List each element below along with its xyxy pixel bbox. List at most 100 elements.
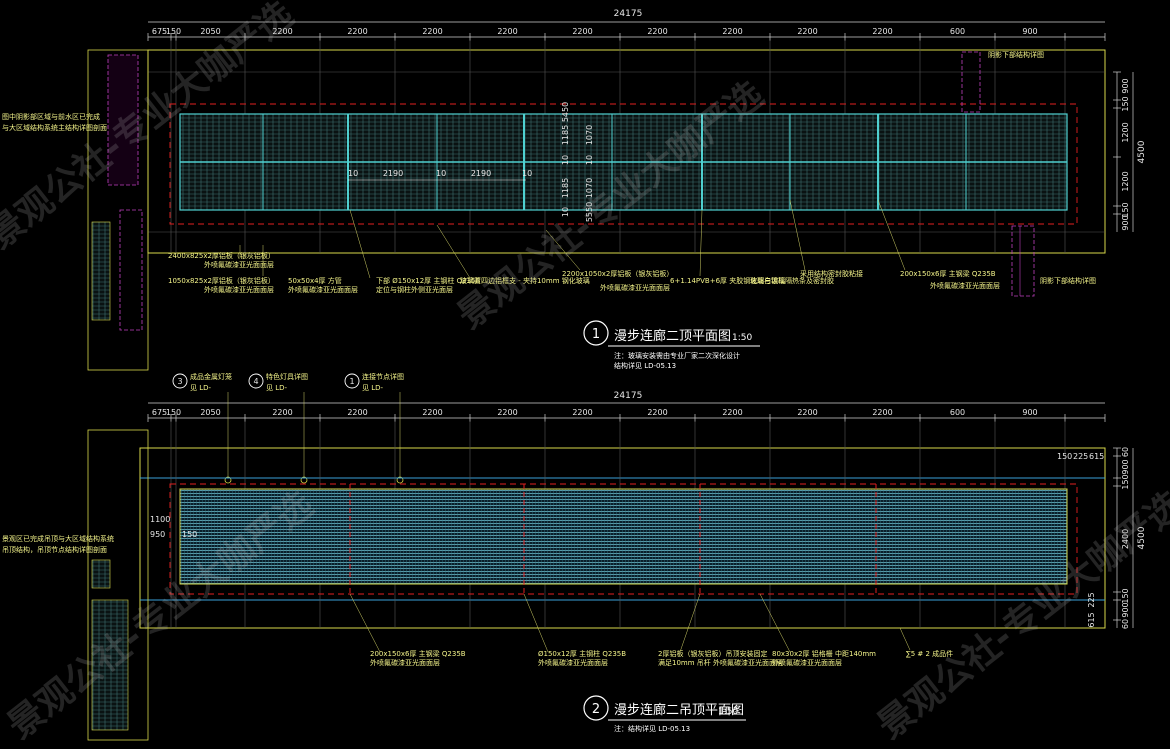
label-2-2: 外喷氟碳漆亚光面面层 [370,658,440,667]
top-dim-11: 2200 [797,408,817,417]
leader-labels-1: 2400x825x2厚铝板（银灰铝板） 外喷氟碳漆亚光面面层 1050x825x2厚… [168,199,1000,294]
plan-note-1b: 结构详见 LD-05.13 [614,361,676,370]
plan-scale-2: 1:50 [718,707,738,717]
plan-title-1: 漫步连廊二顶平面图 [614,328,731,344]
leader-2-4 [759,593,791,653]
leader-2-1 [349,593,381,653]
plan-number-1: 1 [592,327,600,342]
top-dim-8: 2200 [572,408,592,417]
plan-number-circle-2 [583,695,609,721]
light-fixture-2 [300,476,308,484]
right-dim-2-5: 150 [1121,588,1130,603]
label-2-1: 200x150x6厚 主钢梁 Q235B [370,649,466,658]
right-dim-2-7: 60 [1121,619,1130,629]
callout-text-1: 成品金属灯笼 [190,372,232,381]
outer-outline-2 [139,447,1106,629]
label-2-6: 满足10mm 吊杆 外喷氟碳漆亚光面面层 [658,658,783,667]
callout-number-3: 1 [349,377,354,386]
inner-dim-3: 10 [436,169,446,178]
top-dim-2: 150 [166,408,181,417]
small-dim-2c: 615 [1089,452,1104,461]
plan-scale-1: 1:50 [732,333,752,343]
vert-dim-1: 5450 [561,102,570,122]
red-dash-boundary-1 [169,103,1078,225]
right-dim-2-4: 2400 [1121,529,1130,549]
plan-title-2: 漫步连廊二吊顶平面图 [614,702,744,718]
label-1-8: 定位与钢柱外侧亚光面层 [376,285,453,294]
top-dim-10: 2200 [722,408,742,417]
left-note-2b: 吊顶结构，吊顶节点结构详图剖面 [2,545,107,554]
top-dim-2: 150 [166,27,181,36]
label-1-11: 外喷氟碳漆亚光面面层 [600,283,670,292]
right-total-2: 4500 [1137,526,1147,549]
top-dim-10: 2200 [722,27,742,36]
label-1-7: 下部 Ø150x12厚 主钢柱 Q235B [376,276,480,285]
leader-1-3 [349,209,371,279]
right-dim-1-2: 150 [1121,96,1130,111]
vert-dim-7: 10 [585,155,594,165]
top-dim-1: 675 [152,27,167,36]
label-1-15: 200x150x6厚 主钢梁 Q235B [900,269,996,278]
top-dim-5: 2200 [347,27,367,36]
callout-circle-1 [172,373,188,389]
left-note-2a: 景观区已完成吊顶与大区域结构系统 [2,534,114,543]
callout-number-1: 3 [177,377,182,386]
callout-ref-3: 见 LD- [362,384,384,392]
top-dim-3: 2050 [200,408,220,417]
top-dim-6: 2200 [422,27,442,36]
right-dim-1-3: 1200 [1121,122,1130,142]
callout-ref-1: 见 LD- [190,384,212,392]
left-dim-2c: 150 [182,530,197,539]
right-total-1: 4500 [1137,140,1147,163]
top-dim-13: 600 [950,27,965,36]
label-1-5: 50x50x4厚 方管 [288,276,342,285]
left-dim-2b: 950 [150,530,165,539]
label-1-3: 1050x825x2厚铝板（银灰铝板） [168,276,275,285]
plan-note-2: 注：结构详见 LD-05.13 [614,724,690,733]
leader-2-3 [679,593,701,653]
right-note-1-top: 阴影下部结构详图 [988,50,1044,59]
right-dim-2-3: 150 [1121,474,1130,489]
left-note-1a: 图中阴影部区域与前水区已完成 [2,112,100,121]
overall-dim-2: 24175 [614,391,643,401]
leader-2-5 [899,627,911,651]
leader-1-4 [436,224,471,279]
right-dim-2-1: 60 [1121,447,1130,457]
label-2-5: 2厚铝板（银灰铝板）吊顶安装固定 [658,649,767,658]
plan-note-1a: 注：玻璃安装需由专业厂家二次深化设计 [614,351,740,360]
top-dim-4: 2200 [272,27,292,36]
right-dim-1-4: 1200 [1121,171,1130,191]
right-dim-1-5: 150 [1121,202,1130,217]
right-annotation-1 [961,51,1035,297]
right-dim-2-2: 900 [1121,459,1130,474]
red-dash-boundary-2 [169,483,1078,595]
light-fixture-1 [224,476,232,484]
top-dim-12: 2200 [872,27,892,36]
light-fixture-3 [396,476,404,484]
small-dim-2b: 225 [1073,452,1088,461]
label-1-9: 玻璃置四边铝框支 - 夹持10mm 钢化玻璃 [460,276,590,285]
leader-2-2 [523,593,549,653]
callout-text-2: 特色灯具详图 [266,372,308,381]
right-dim-2-6: 900 [1121,602,1130,617]
bottom-right-dim-2a: 225 [1087,592,1096,607]
label-1-1: 2400x825x2厚铝板（银灰铝板） [168,251,275,260]
bottom-right-dim-2b: 615 [1087,612,1096,627]
callout-number-2: 4 [253,377,258,386]
inner-dim-2: 2190 [383,169,403,178]
leader-1-7 [789,199,806,271]
vert-dim-9: 5550 [585,202,594,222]
top-dim-4: 2200 [272,408,292,417]
vert-dim-6: 1070 [585,125,594,145]
top-dim-9: 2200 [647,27,667,36]
top-dim-7: 2200 [497,408,517,417]
inner-dim-1: 10 [348,169,358,178]
leader-1-6 [699,209,703,277]
